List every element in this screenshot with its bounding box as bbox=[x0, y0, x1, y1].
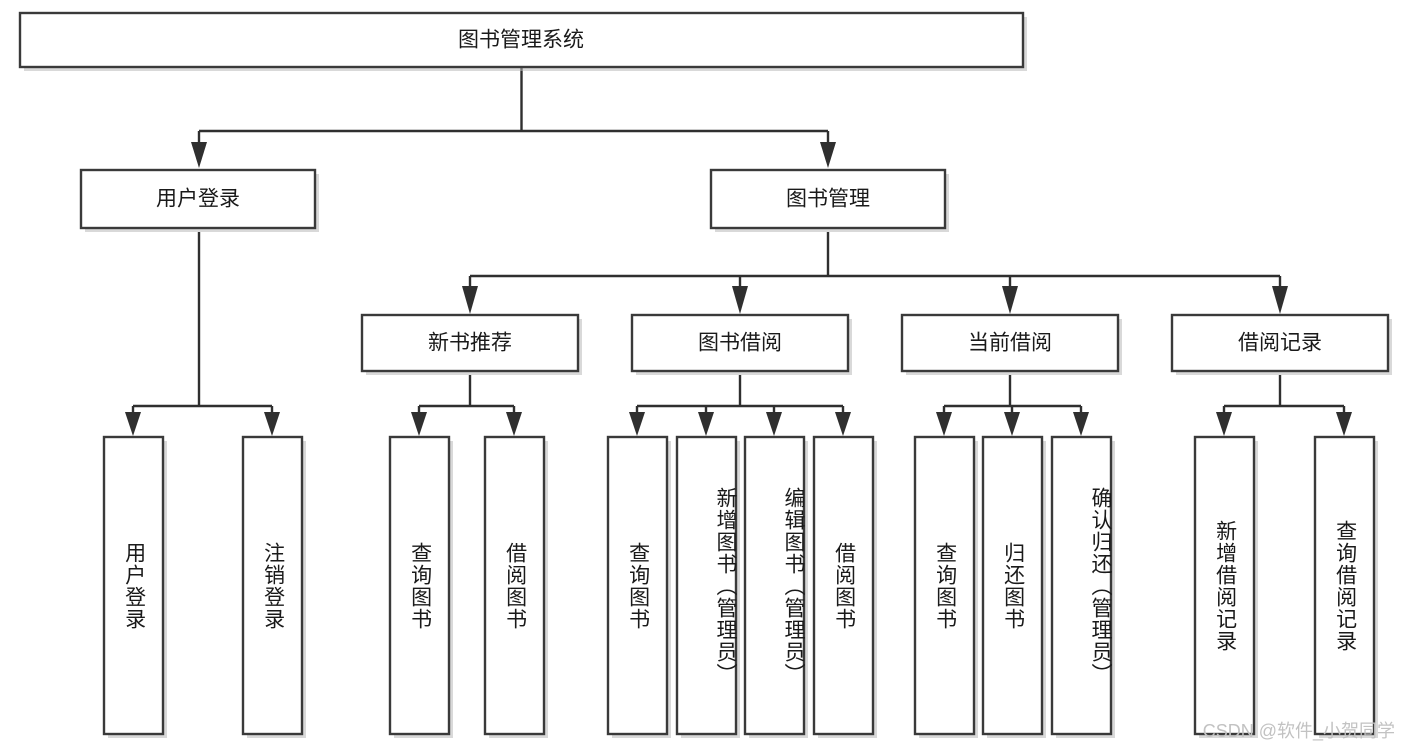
node-leaf-query-book-1[interactable] bbox=[388, 435, 453, 738]
arrow-head-new-book-rec bbox=[462, 286, 478, 314]
node-leaf-edit-book[interactable] bbox=[743, 435, 808, 738]
node-leaf-logout[interactable] bbox=[241, 435, 306, 738]
arrow-head-leaf-confirm-return bbox=[1073, 412, 1089, 436]
connector-group-book-borrow bbox=[629, 375, 851, 436]
arrow-head-leaf-add-book bbox=[698, 412, 714, 436]
connector-group-book-manage bbox=[462, 232, 1288, 314]
node-root[interactable]: 图书管理系统 bbox=[18, 11, 1027, 71]
node-book-manage[interactable]: 图书管理 bbox=[709, 168, 949, 232]
arrow-head-leaf-return-book bbox=[1004, 412, 1020, 436]
arrow-head-leaf-logout bbox=[264, 412, 280, 436]
node-borrow-record[interactable]: 借阅记录 bbox=[1170, 313, 1392, 375]
node-root-label: 图书管理系统 bbox=[458, 29, 584, 52]
arrow-head-leaf-query-book-2 bbox=[629, 412, 645, 436]
node-leaf-user-login[interactable] bbox=[102, 435, 167, 738]
arrow-head-user-login bbox=[191, 142, 207, 168]
arrow-head-borrow-record bbox=[1272, 286, 1288, 314]
node-new-book-rec[interactable]: 新书推荐 bbox=[360, 313, 582, 375]
connector-group-borrow-record bbox=[1216, 375, 1352, 436]
arrow-head-current-borrow bbox=[1002, 286, 1018, 314]
arrow-head-leaf-add-record bbox=[1216, 412, 1232, 436]
connector-group-current-borrow bbox=[936, 375, 1089, 436]
arrow-head-leaf-query-record bbox=[1336, 412, 1352, 436]
arrow-head-leaf-query-book-1 bbox=[411, 412, 427, 436]
node-current-borrow-label: 当前借阅 bbox=[968, 332, 1052, 355]
node-leaf-add-book[interactable] bbox=[675, 435, 740, 738]
node-leaf-query-book-3[interactable] bbox=[913, 435, 978, 738]
node-leaf-query-record[interactable] bbox=[1313, 435, 1378, 738]
node-user-login-label: 用户登录 bbox=[156, 188, 240, 211]
node-leaf-confirm-return[interactable] bbox=[1050, 435, 1115, 738]
arrow-head-leaf-user-login bbox=[125, 412, 141, 436]
node-current-borrow[interactable]: 当前借阅 bbox=[900, 313, 1122, 375]
arrow-head-book-borrow bbox=[732, 286, 748, 314]
arrow-head-leaf-query-book-3 bbox=[936, 412, 952, 436]
arrow-head-leaf-edit-book bbox=[766, 412, 782, 436]
node-user-login[interactable]: 用户登录 bbox=[79, 168, 319, 232]
node-leaf-query-book-2[interactable] bbox=[606, 435, 671, 738]
connector-group-root bbox=[191, 67, 836, 168]
node-leaf-borrow-book-1[interactable] bbox=[483, 435, 548, 738]
node-leaf-add-record[interactable] bbox=[1193, 435, 1258, 738]
connector-group-new-book-rec bbox=[411, 375, 522, 436]
arrow-head-book-manage bbox=[820, 142, 836, 168]
node-book-manage-label: 图书管理 bbox=[786, 188, 870, 211]
node-book-borrow[interactable]: 图书借阅 bbox=[630, 313, 852, 375]
node-new-book-rec-label: 新书推荐 bbox=[428, 332, 512, 355]
connector-group-user-login bbox=[125, 232, 280, 436]
node-borrow-record-label: 借阅记录 bbox=[1238, 332, 1322, 355]
watermark-text: CSDN @软件_小贺同学 bbox=[1202, 721, 1395, 741]
node-book-borrow-label: 图书借阅 bbox=[698, 332, 782, 355]
node-leaf-borrow-book-2[interactable] bbox=[812, 435, 877, 738]
node-leaf-return-book[interactable] bbox=[981, 435, 1046, 738]
arrow-head-leaf-borrow-book-2 bbox=[835, 412, 851, 436]
arrow-head-leaf-borrow-book-1 bbox=[506, 412, 522, 436]
